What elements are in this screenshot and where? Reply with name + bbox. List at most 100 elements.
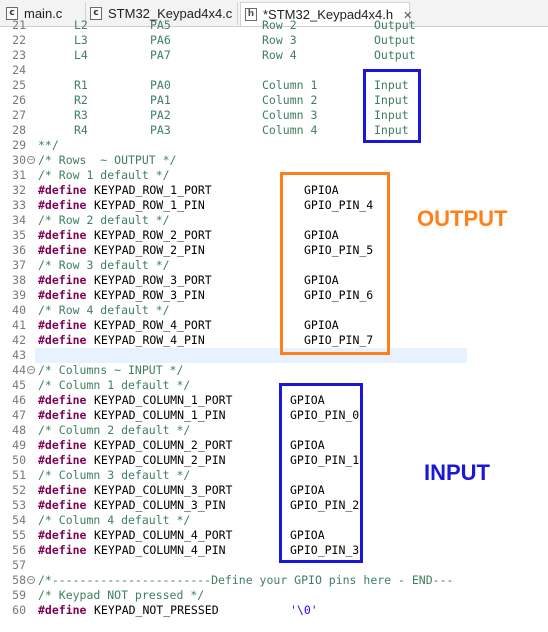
line-number: 29 [12,138,26,152]
line-number: 44 [12,363,26,377]
code-line[interactable]: 51/* Column 3 default */ [0,468,548,483]
c-file-icon: c [6,7,18,20]
code-token: GPIOA [290,528,325,542]
line-number: 56 [12,543,26,557]
line-number: 42 [12,333,26,347]
keyword: #define [38,498,87,512]
line-number: 59 [12,588,26,602]
tab-2[interactable]: h*STM32_Keypad4x4.h✕ [240,2,413,26]
code-line[interactable]: 58−/*-----------------------Define your … [0,573,548,588]
line-number: 23 [12,48,26,62]
line-number: 51 [12,468,26,482]
comment-text: /* Column 4 default */ [38,513,191,527]
keyword: #define [38,603,87,617]
line-number: 47 [12,408,26,422]
fold-toggle-icon[interactable]: − [27,366,35,374]
comment-text: Output [374,33,416,47]
code-line[interactable]: 37/* Row 3 default */ [0,258,548,273]
code-line[interactable]: 54/* Column 4 default */ [0,513,548,528]
code-line[interactable]: 40/* Row 4 default */ [0,303,548,318]
code-token: GPIOA [290,393,325,407]
code-token: KEYPAD_ROW_4_PORT [94,318,212,332]
comment-text: Column 1 [262,78,318,92]
code-token: KEYPAD_ROW_3_PIN [94,288,205,302]
line-number: 25 [12,78,26,92]
keyword: #define [38,318,87,332]
code-token: KEYPAD_ROW_2_PORT [94,228,212,242]
code-line[interactable]: 30−/* Rows ~ OUTPUT */ [0,153,548,168]
line-number: 32 [12,183,26,197]
code-line[interactable]: 24 [0,63,548,78]
keyword: #define [38,228,87,242]
code-line[interactable]: 57 [0,558,548,573]
line-number: 50 [12,453,26,467]
keyword: #define [38,393,87,407]
line-number: 48 [12,423,26,437]
comment-text: PA6 [150,33,171,47]
code-token: KEYPAD_COLUMN_3_PIN [94,498,226,512]
code-token: KEYPAD_ROW_3_PORT [94,273,212,287]
code-line[interactable]: 52 #define KEYPAD_COLUMN_3_PORT GPIOA [0,483,548,498]
code-token: KEYPAD_COLUMN_4_PIN [94,543,226,557]
code-token: KEYPAD_COLUMN_2_PORT [94,438,233,452]
comment-text: Input [374,78,409,92]
code-line[interactable]: 44−/* Columns ~ INPUT */ [0,363,548,378]
keyword: #define [38,183,87,197]
code-line[interactable]: 45/* Column 1 default */ [0,378,548,393]
line-number: 22 [12,33,26,47]
close-icon[interactable]: ✕ [403,10,413,22]
comment-text: R4 [74,123,88,137]
code-token: KEYPAD_COLUMN_3_PORT [94,483,233,497]
code-line[interactable]: 31/* Row 1 default */ [0,168,548,183]
code-line[interactable]: 59/* Keypad NOT pressed */ [0,588,548,603]
comment-text: Row 3 [262,33,297,47]
line-number: 52 [12,483,26,497]
code-token: GPIOA [290,483,325,497]
keyword: #define [38,543,87,557]
line-number: 58 [12,573,26,587]
line-number: 36 [12,243,26,257]
code-token: GPIO_PIN_0 [290,408,360,422]
comment-text: PA2 [150,108,171,122]
comment-text: PA1 [150,93,171,107]
code-line[interactable]: 29**/ [0,138,548,153]
comment-text: PA3 [150,123,171,137]
code-line[interactable]: 48/* Column 2 default */ [0,423,548,438]
comment-text: R3 [74,108,88,122]
code-line[interactable]: 43 [12,348,467,363]
code-token: KEYPAD_COLUMN_4_PORT [94,528,233,542]
keyword: #define [38,483,87,497]
keyword: #define [38,273,87,287]
code-token: GPIO_PIN_1 [290,453,360,467]
code-line[interactable]: 34/* Row 2 default */ [0,213,548,228]
fold-toggle-icon[interactable]: − [27,156,35,164]
fold-toggle-icon[interactable]: − [27,576,35,584]
